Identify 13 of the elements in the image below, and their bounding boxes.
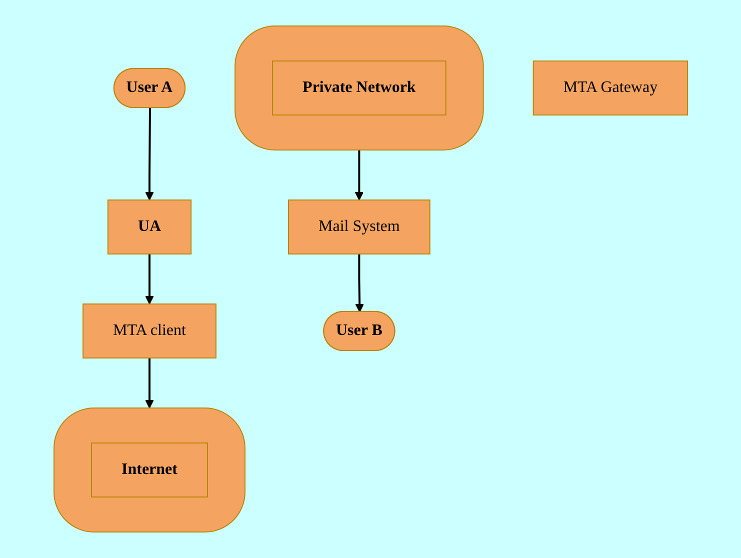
- node-box: Internet: [90, 442, 208, 498]
- arrow: [144, 358, 154, 408]
- node-box: Private Network: [272, 60, 446, 116]
- node-box: MTA Gateway: [532, 60, 688, 116]
- cluster: [234, 26, 484, 150]
- arrow: [354, 150, 364, 200]
- arrow: [144, 254, 154, 304]
- arrow: [354, 254, 364, 312]
- node-box: UA: [107, 200, 192, 254]
- arrow: [144, 108, 154, 200]
- node-box: Mail System: [288, 200, 430, 254]
- cluster: [53, 408, 246, 532]
- node-box: MTA client: [82, 304, 216, 358]
